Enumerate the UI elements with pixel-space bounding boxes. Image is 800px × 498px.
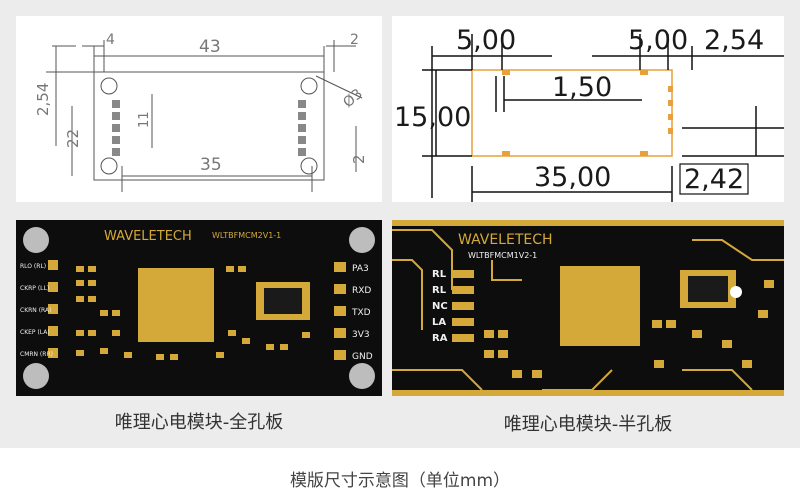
pcb-model: WLTBFMCM2V1-1 (212, 231, 281, 240)
left-pin-label: CKEP (LA) (20, 329, 50, 336)
pin-label: RL (432, 269, 447, 280)
dim-height-c: 22 (64, 129, 82, 148)
pcb-brand: WAVELETECH (458, 232, 553, 248)
dim-left-height: 15,00 (394, 102, 471, 133)
dim-top-right: 2,54 (704, 25, 764, 56)
dim-height-a: 2,54 (34, 83, 52, 116)
board-outline (93, 71, 325, 181)
full-hole-dimension-drawing: 43 4 2 2,54 11 22 35 2 Ø3 (16, 16, 382, 202)
dim-bottom: 35,00 (534, 162, 611, 193)
pin-pads-left (112, 100, 120, 156)
dim-height-b: 11 (137, 111, 152, 128)
half-hole-pcb-image: WAVELETECH WLTBFMCM1V2-1 RL RL NC LA RA (392, 220, 784, 396)
board-outline-orange (471, 69, 673, 157)
right-pin-label: 3V3 (352, 330, 370, 340)
left-pin-label: CKRN (RA) (20, 307, 51, 314)
dim-right-vert: 2 (350, 154, 368, 164)
dim-inner: 1,50 (552, 72, 612, 103)
right-pin-label: RXD (352, 286, 371, 296)
half-hole-caption: 唯理心电模块-半孔板 (503, 414, 673, 435)
pin-label: RA (432, 333, 448, 344)
dim-bottom-right: 2,42 (684, 164, 744, 195)
right-pin-label: GND (352, 352, 373, 362)
main-chip-pad (138, 268, 214, 342)
half-hole-pcb-svg: WAVELETECH WLTBFMCM1V2-1 RL RL NC LA RA (392, 220, 784, 396)
pin-label: RL (432, 285, 447, 296)
half-hole-drawing-svg: 5,00 5,00 2,54 1,50 15,00 35,00 2,42 (394, 25, 784, 202)
dim-right-offset: 2 (350, 32, 359, 48)
half-hole-dimension-drawing: 5,00 5,00 2,54 1,50 15,00 35,00 2,42 (392, 16, 784, 202)
full-hole-caption: 唯理心电模块-全孔板 (114, 412, 284, 433)
pcb-brand: WAVELETECH (104, 229, 192, 244)
full-hole-pcb-svg: WAVELETECH WLTBFMCM2V1-1 RLO (RL) (20, 227, 375, 389)
full-hole-pcb-image: WAVELETECH WLTBFMCM2V1-1 RLO (RL) (16, 220, 382, 396)
right-pin-label: PA3 (352, 264, 369, 274)
dim-top-mid: 5,00 (628, 25, 688, 56)
dim-width-bottom: 35 (200, 155, 222, 175)
pcb-model: WLTBFMCM1V2-1 (468, 251, 537, 260)
left-pin-label: CKRP (LL) (20, 285, 49, 292)
pin-pads-right (298, 100, 306, 156)
mount-hole-br (349, 363, 375, 389)
mount-hole-tl (23, 227, 49, 253)
footer-title: 模版尺寸示意图（单位mm） (289, 471, 511, 491)
right-pin-labels: PA3 RXD TXD 3V3 GND (351, 264, 373, 362)
mount-hole-tr (349, 227, 375, 253)
dim-left-offset: 4 (106, 32, 115, 48)
left-pin-label: RLO (RL) (20, 263, 46, 270)
pin-label: NC (432, 301, 448, 312)
pin-labels: RL RL NC LA RA (432, 269, 448, 344)
left-pin-labels: RLO (RL) CKRP (LL) CKRN (RA) CKEP (LA) C… (20, 263, 53, 358)
dim-top-left: 5,00 (456, 25, 516, 56)
right-pin-label: TXD (351, 308, 371, 318)
dim-width-top: 43 (199, 37, 221, 57)
pin-label: LA (432, 317, 446, 328)
mount-hole-bl (23, 363, 49, 389)
main-chip-pad (560, 266, 640, 346)
left-pin-label: CMRN (RR) (20, 351, 53, 358)
full-hole-drawing-svg: 43 4 2 2,54 11 22 35 2 Ø3 (34, 32, 368, 192)
